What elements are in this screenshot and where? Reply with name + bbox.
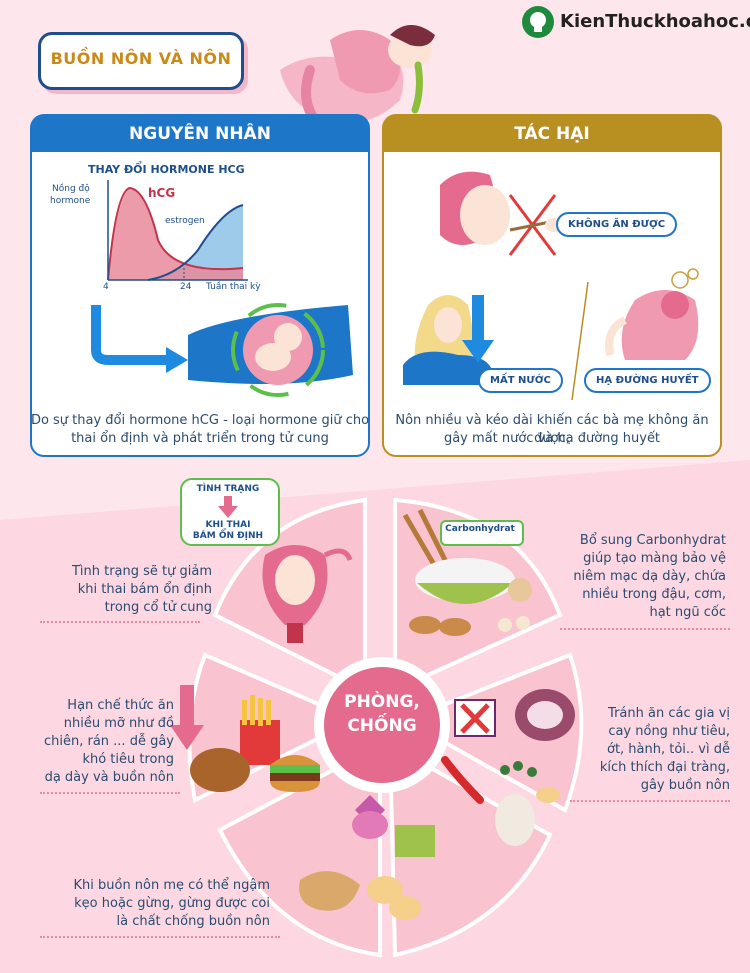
woman-low-blood-sugar-illustration: [605, 268, 699, 360]
tip-4-line-1: Tránh ăn các gia vị: [608, 706, 730, 721]
tip-2-line-3: niêm mạc dạ dày, chứa: [573, 569, 726, 584]
hormone-chart: [107, 180, 248, 281]
y-axis-label-2: hormone: [50, 196, 91, 206]
harm-tab-label: TÁC HẠI: [514, 124, 590, 144]
tip-3-line-2: nhiều mỡ như đồ: [63, 716, 174, 731]
tip-4-line-4: kích thích đại tràng,: [599, 760, 730, 775]
tip-4-line-2: cay nồng như tiêu,: [608, 724, 730, 739]
tip-2-line-2: giúp tạo màng bảo vệ: [583, 551, 726, 566]
tip-3-line-1: Hạn chế thức ăn: [67, 698, 174, 713]
tip-3-divider: [40, 792, 180, 794]
tip-4-divider: [570, 800, 730, 802]
tip-2-line-5: hạt ngũ cốc: [649, 605, 726, 620]
divider-line: [571, 282, 589, 401]
title-box: BUỒN NÔN VÀ NÔN: [38, 32, 244, 90]
cause-panel: [30, 150, 370, 457]
tip-1-line-1: Tình trạng sẽ tự giảm: [71, 564, 212, 579]
cause-caption-1: Do sự thay đổi hormone hCG - loại hormon…: [30, 413, 370, 428]
status-box: [180, 478, 280, 546]
tip-4-line-3: ớt, hành, tỏi.. vì dễ: [606, 742, 730, 757]
status-box-line-3: BÁM ỔN ĐỊNH: [192, 531, 264, 541]
tip-5-divider: [40, 936, 280, 938]
prevention-center-line-2: CHỐNG: [347, 716, 417, 736]
series-estrogen-label: estrogen: [165, 216, 205, 226]
status-box-line-2: KHI THAI: [205, 520, 251, 530]
page-title: BUỒN NÔN VÀ NÔN: [50, 49, 232, 68]
prevention-center-line-1: PHÒNG,: [344, 692, 420, 712]
low-sugar-label: HẠ ĐƯỜNG HUYẾT: [584, 368, 711, 393]
vomiting-woman-illustration: [280, 25, 435, 125]
tip-5-line-2: kẹo hoặc gừng, gừng được coi: [74, 896, 270, 911]
tip-3-line-5: dạ dày và buồn nôn: [44, 770, 174, 785]
bulb-icon: [522, 6, 554, 38]
dehydration-label: MẤT NƯỚC: [478, 368, 563, 393]
tip-1-line-2: khi thai bám ổn định: [77, 582, 212, 597]
cause-tab-label: NGUYÊN NHÂN: [129, 124, 271, 144]
tip-4-line-5: gây buồn nôn: [640, 778, 730, 793]
candy-ginger-illustration: [299, 795, 435, 920]
no-eat-label: KHÔNG ĂN ĐƯỢC: [556, 212, 678, 237]
carb-label: Carbonhydrat: [445, 524, 515, 534]
tip-5-line-1: Khi buồn nôn mẹ có thể ngậm: [73, 878, 270, 893]
harm-caption-2: gây mất nước và hạ đường huyết: [443, 431, 661, 446]
carb-label-box: [440, 520, 524, 546]
x-axis-label: Tuần thai kỳ: [206, 282, 261, 292]
tab-harm: TÁC HẠI: [382, 114, 722, 156]
logo: KienThuckhoahoc.org: [520, 4, 750, 40]
tip-2-line-1: Bổ sung Carbonhydrat: [579, 533, 726, 548]
hcg-area: [108, 188, 243, 280]
cause-caption-2: thai ổn định và phát triển trong tử cung: [71, 431, 329, 446]
tip-3-line-3: chiên, rán ... dễ gây: [43, 734, 174, 749]
spices-illustration: [441, 689, 575, 846]
tab-cause: NGUYÊN NHÂN: [30, 114, 370, 156]
series-hcg-label: hCG: [148, 186, 176, 200]
fried-food-illustration: [170, 685, 320, 792]
tick-24: 24: [180, 282, 192, 292]
rice-bowl-illustration: [402, 508, 532, 636]
tip-5-line-3: là chất chống buồn nôn: [116, 914, 270, 929]
status-box-line-1: TÌNH TRẠNG: [196, 484, 260, 494]
harm-caption-1: Nôn nhiều và kéo dài khiến các bà mẹ khô…: [395, 413, 709, 446]
fetus-illustration: [91, 303, 353, 397]
logo-text: KienThuckhoahoc.org: [560, 11, 750, 32]
tip-1-line-3: trong cổ tử cung: [104, 600, 212, 615]
tip-2-divider: [560, 628, 730, 630]
tip-2-line-4: nhiều trong đậu, cơm,: [582, 587, 726, 602]
tip-1-divider: [40, 621, 200, 623]
y-axis-label-1: Nồng độ: [52, 184, 90, 194]
woman-dehydration-illustration: [403, 295, 494, 385]
down-arrow-icon: [218, 496, 238, 518]
chart-title: THAY ĐỔI HORMONE HCG: [88, 163, 245, 176]
tip-3-line-4: khó tiêu trong: [82, 752, 174, 767]
uterus-illustration: [262, 545, 353, 643]
tick-4: 4: [103, 282, 109, 292]
estrogen-area: [108, 205, 243, 280]
